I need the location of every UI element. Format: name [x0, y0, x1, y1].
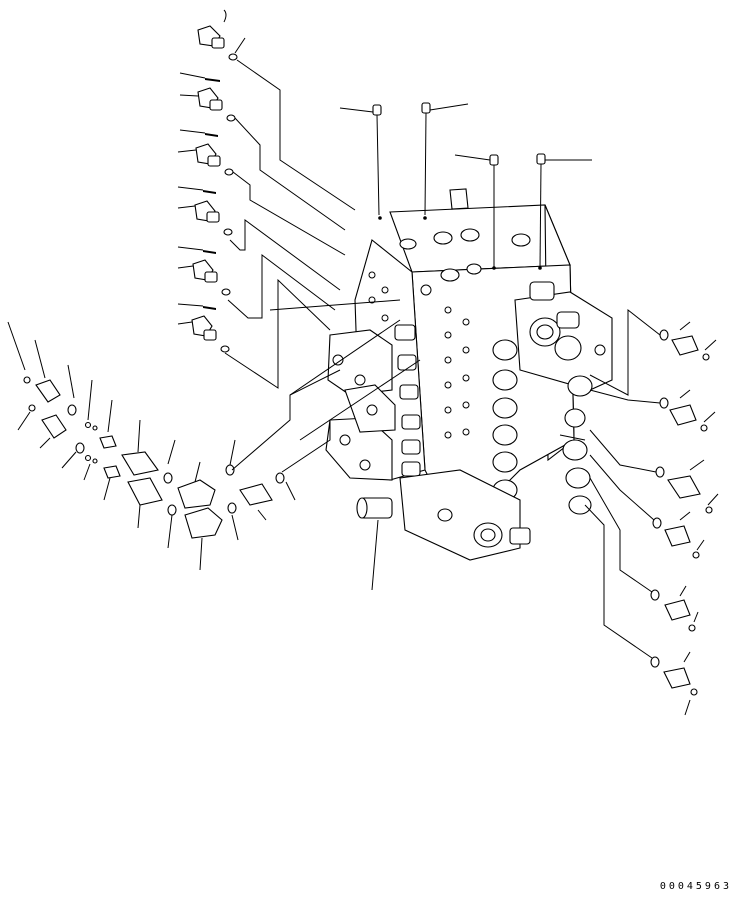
right-relief-valves [515, 282, 612, 514]
mount-screw-4 [378, 216, 382, 220]
far-left-small-parts [8, 322, 340, 570]
mount-screw-1 [423, 216, 427, 220]
bottom-end-cover [357, 470, 530, 590]
right-side-fittings [585, 310, 718, 715]
front-spool-plugs [493, 340, 517, 500]
top-stud-bolts [340, 103, 592, 268]
leader-lines [270, 300, 585, 440]
figure-reference-number: 00045963 [659, 881, 732, 892]
left-elbow-fittings [178, 10, 355, 388]
left-face-ports [369, 272, 469, 438]
top-plugs [400, 189, 530, 281]
left-section-plates [326, 325, 420, 480]
